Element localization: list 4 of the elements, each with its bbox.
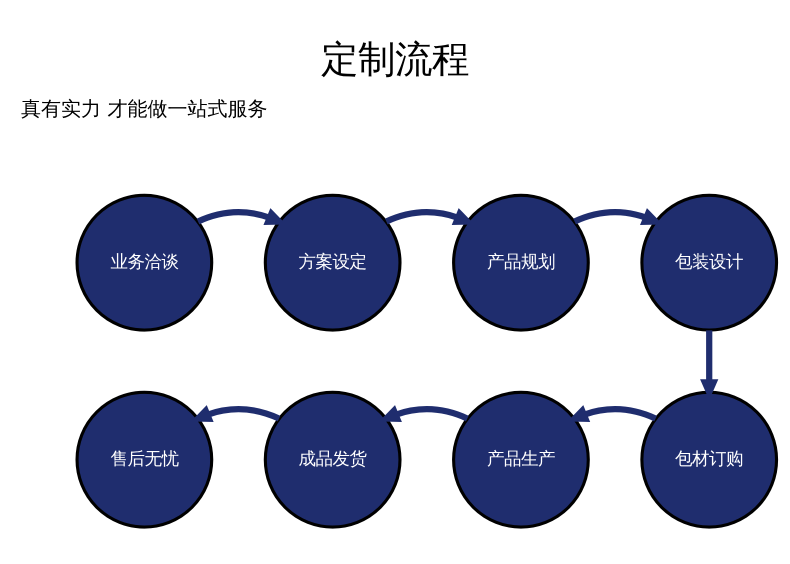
label: 真有实力 才能做一站式服务 [21, 96, 268, 120]
node-circle: 业务洽谈 [75, 194, 214, 332]
diagram-title: 定制流程 [321, 36, 469, 81]
node-circle: 包材订购 [640, 390, 778, 529]
